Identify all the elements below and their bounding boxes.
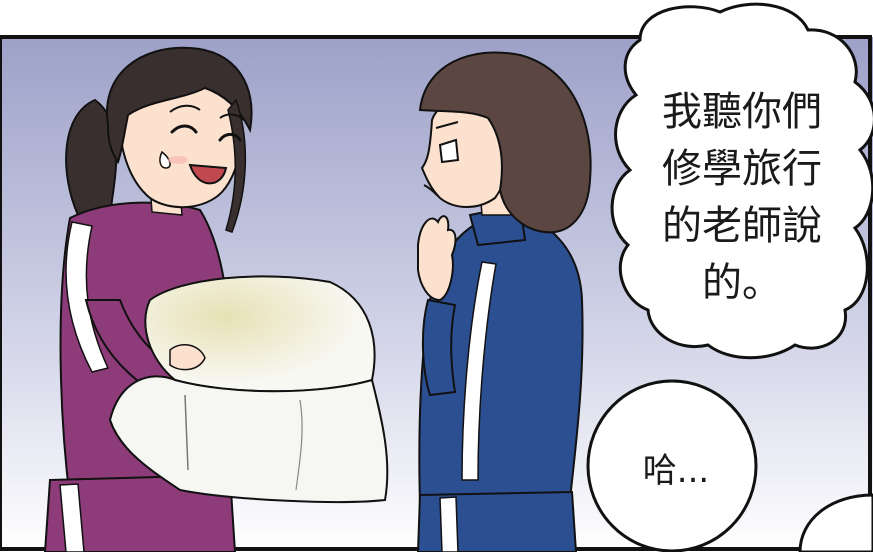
right-mouth <box>423 184 439 197</box>
speech-bubble-1-shape <box>610 2 873 360</box>
right-hand <box>417 215 457 302</box>
right-brow <box>435 121 459 129</box>
left-eye-l <box>170 124 198 134</box>
towel-drape <box>108 375 389 503</box>
right-pants-stripe <box>439 496 459 552</box>
left-sweat-drop <box>159 150 171 169</box>
left-pants-stripe <box>59 483 85 552</box>
right-arm <box>421 298 457 397</box>
left-hand <box>169 343 206 371</box>
right-character <box>416 51 592 552</box>
speech-bubble-2-shape <box>586 379 758 552</box>
left-brow-r <box>219 113 245 121</box>
left-eye-r <box>218 132 242 142</box>
bubble-1-line-4: 的。 <box>702 260 782 306</box>
left-brow-l <box>169 104 201 113</box>
left-character <box>43 46 253 552</box>
bubble-1-line-1: 我聽你們 <box>662 89 822 135</box>
speech-bubble-1-text: 我聽你們 修學旅行 的老師說 的。 <box>632 84 852 312</box>
bubble-1-line-3: 的老師說 <box>662 203 822 249</box>
left-hair <box>105 46 253 165</box>
bubble-1-line-2: 修學旅行 <box>662 146 822 192</box>
towel <box>108 275 389 503</box>
left-hair-strand <box>225 98 247 233</box>
right-hair <box>418 51 592 234</box>
right-eye <box>438 138 460 164</box>
left-sleeve-stripe <box>65 221 110 373</box>
left-blush <box>168 156 188 164</box>
towel-fold-line <box>184 394 189 471</box>
right-sleeve-stripe <box>461 261 497 481</box>
speech-bubble-2-text: 哈... <box>642 451 710 491</box>
towel-top <box>144 275 376 393</box>
left-mouth <box>188 163 228 185</box>
towel-fold-line-2 <box>295 399 303 491</box>
